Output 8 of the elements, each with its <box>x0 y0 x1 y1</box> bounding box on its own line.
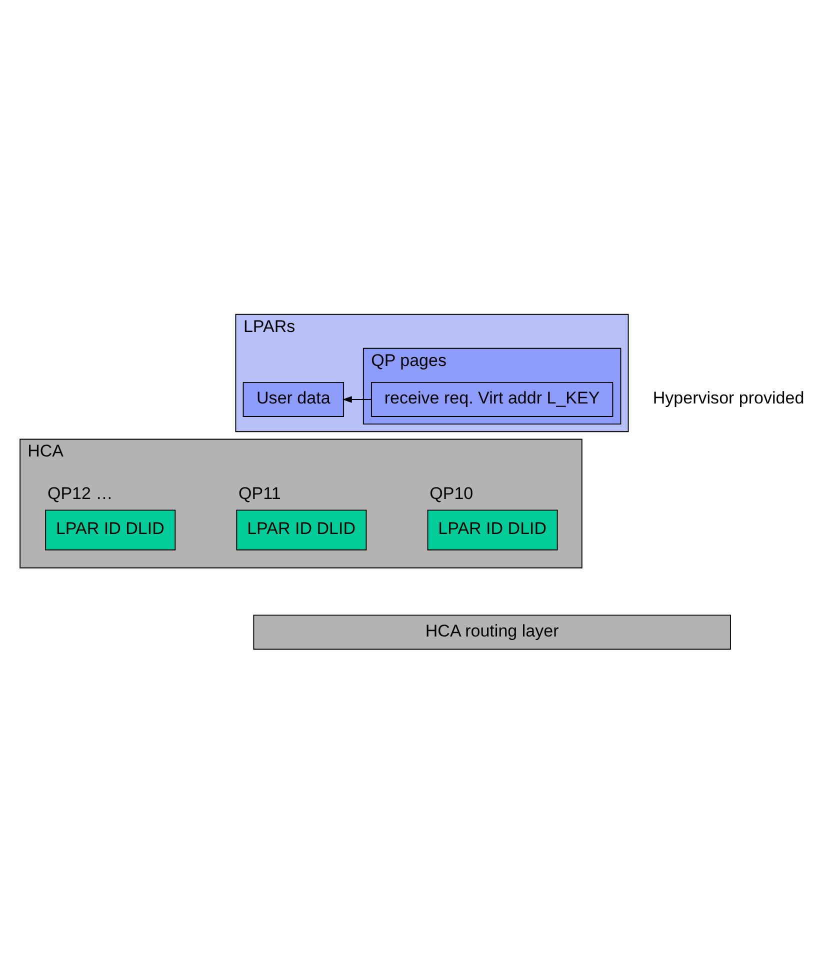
node-label: QP11 <box>238 484 281 503</box>
arrow <box>342 396 372 402</box>
node-label: QP12 … <box>47 484 113 503</box>
node-box: receive req. Virt addr L_KEY <box>370 381 614 416</box>
node-box: User data <box>242 381 344 416</box>
node-label: QP10 <box>430 484 474 503</box>
node-box: HCA routing layer <box>253 614 731 650</box>
label: Hypervisor provided <box>652 388 804 408</box>
